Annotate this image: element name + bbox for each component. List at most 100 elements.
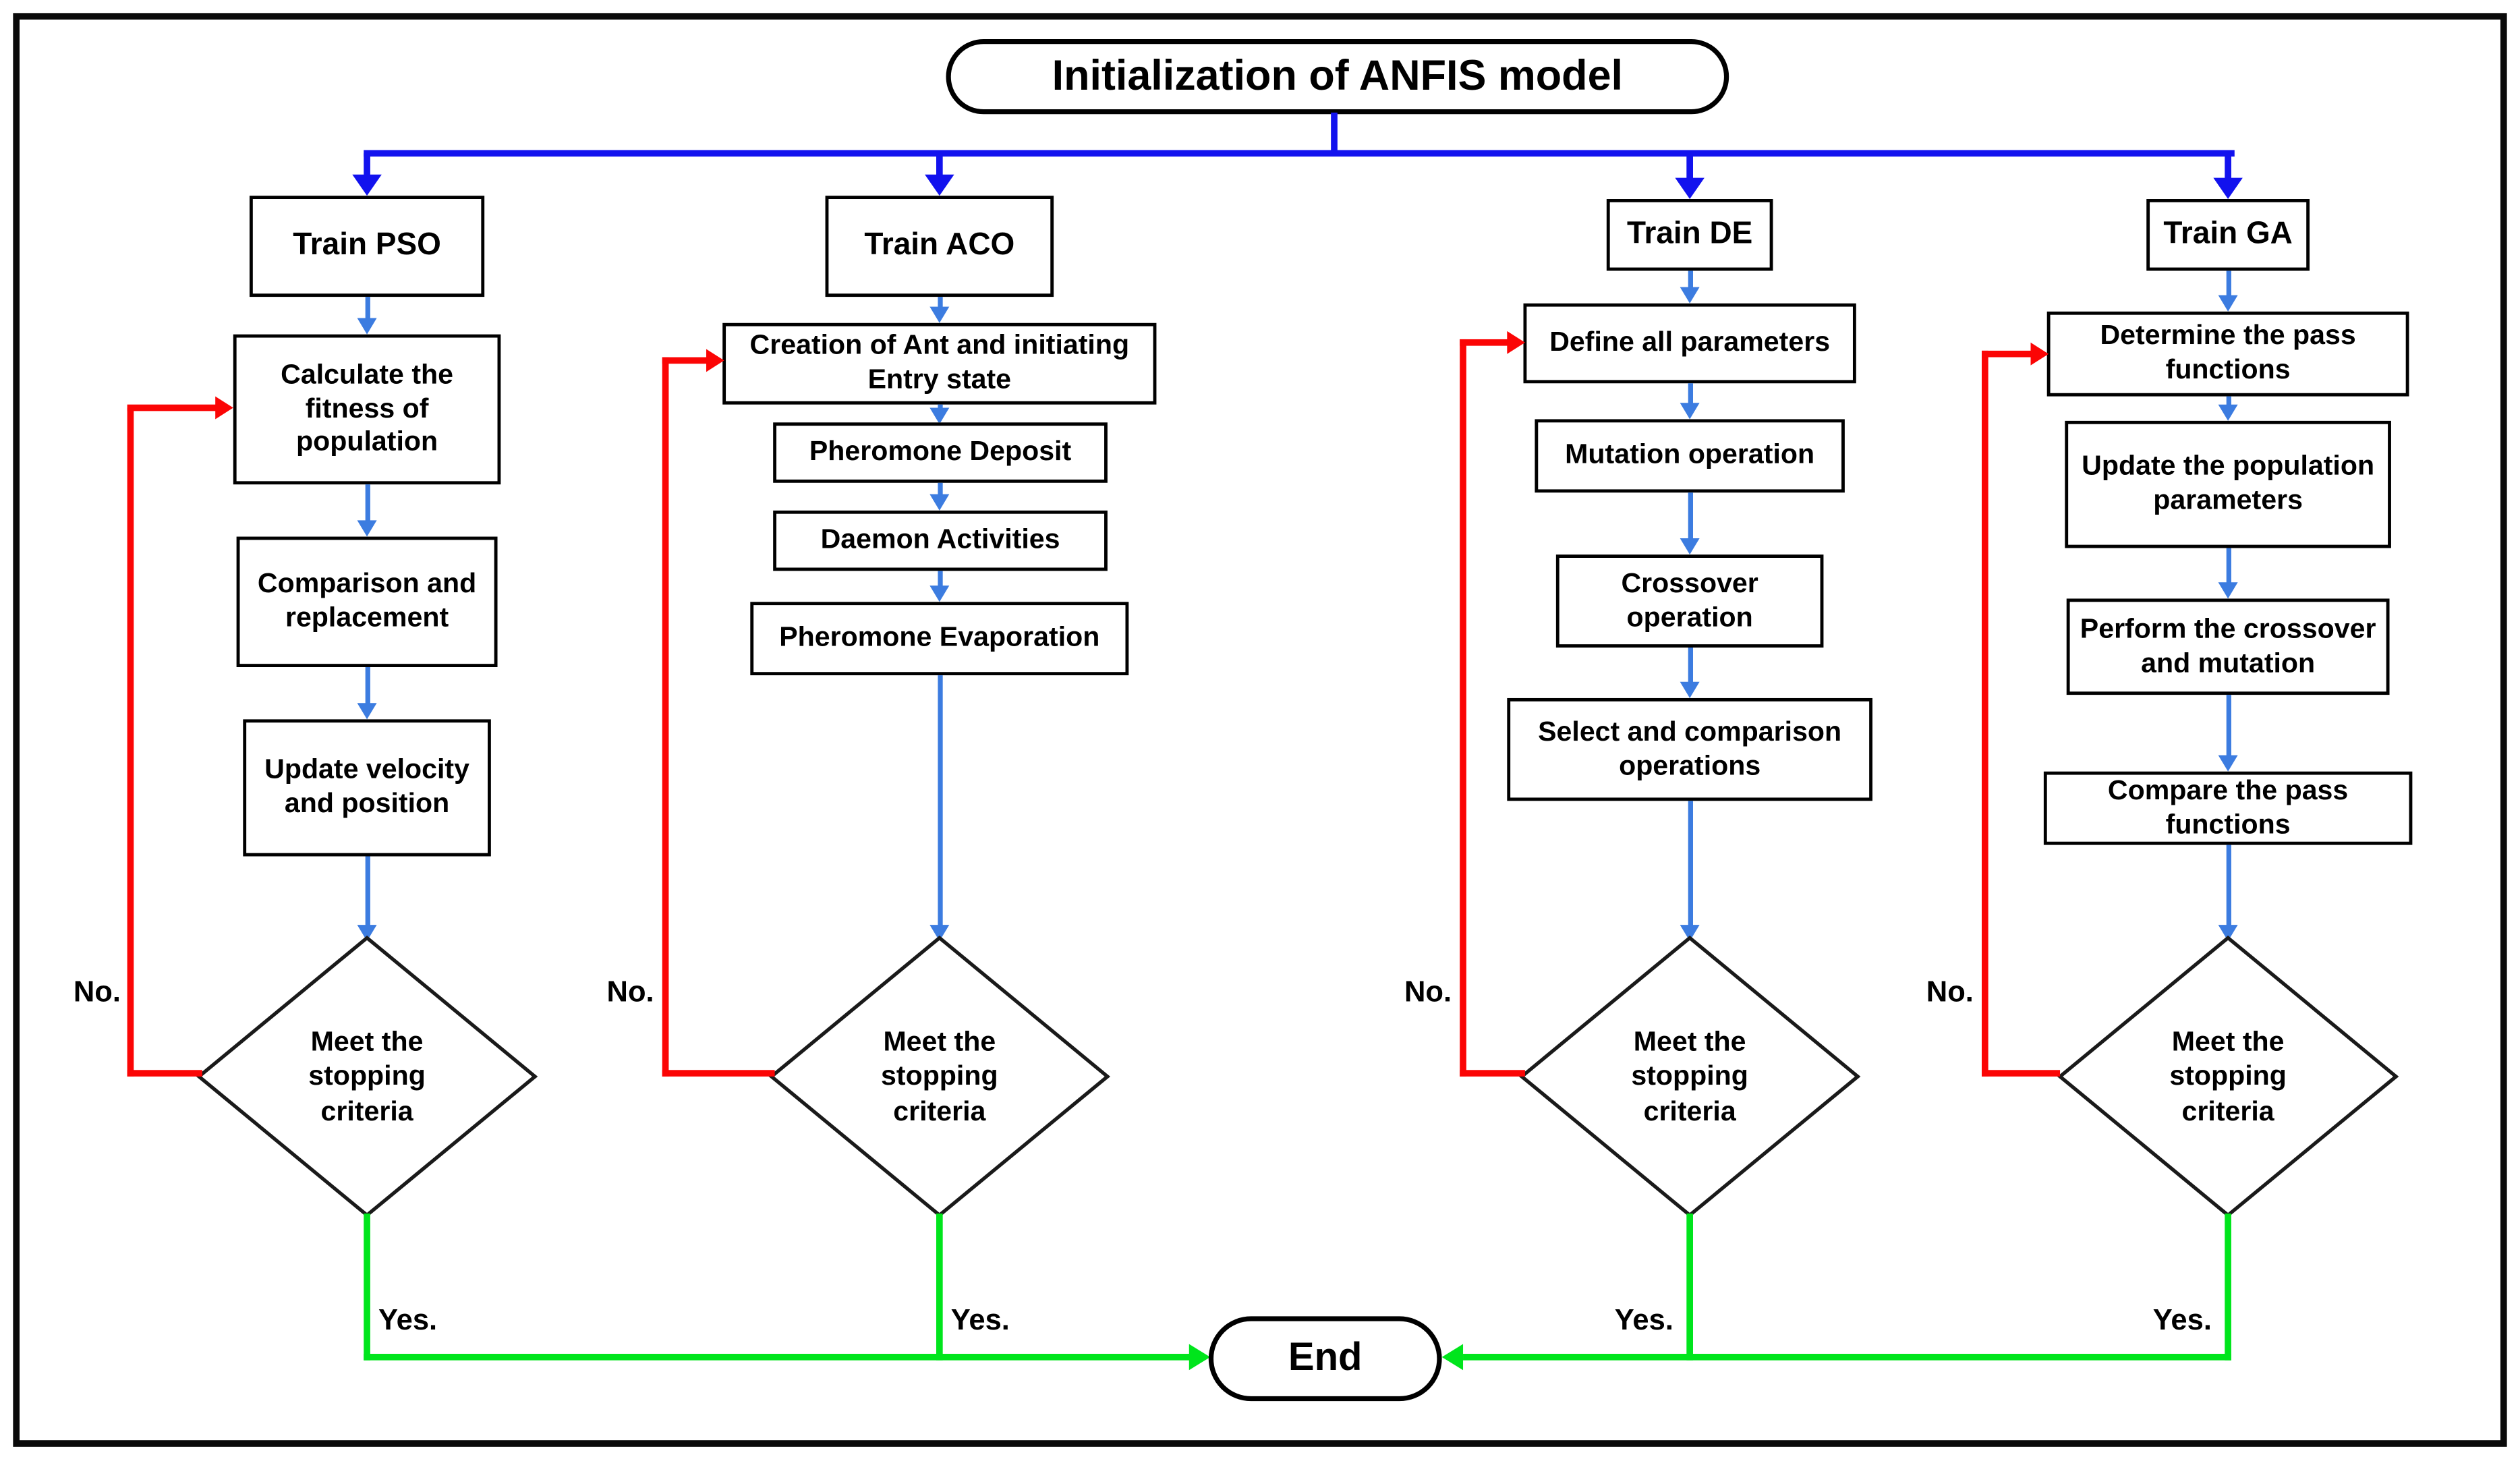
- figure-border: [13, 13, 2507, 1447]
- process-box-ga-compare-pass: Compare the pass functions: [2043, 771, 2413, 845]
- yes-label-ga: Yes.: [2152, 1303, 2212, 1336]
- process-box-aco-pheromone-evaporation: Pheromone Evaporation: [750, 602, 1129, 676]
- connector-pso-1: [364, 297, 370, 320]
- yes-line-de: [1686, 1213, 1693, 1361]
- loop-aco-top: [662, 357, 708, 364]
- decision-text-pso: Meet the stopping criteria: [308, 1026, 426, 1127]
- aco-creation-label: Creation of Ant and initiating Entry sta…: [749, 330, 1130, 395]
- process-box-ga-determine-pass: Determine the pass functions: [2046, 311, 2409, 397]
- yes-line-aco: [936, 1213, 943, 1361]
- start-terminal: Initialization of ANFIS model: [946, 39, 1729, 115]
- aco-pheromone-evaporation-label: Pheromone Evaporation: [779, 621, 1100, 653]
- loop-aco-bottom: [662, 1070, 775, 1077]
- ga-compare-pass-label: Compare the pass functions: [2107, 774, 2349, 840]
- arrowhead-pso-3: [357, 703, 377, 720]
- de-select-comparison-label: Select and comparison operations: [1538, 715, 1842, 781]
- aco-pheromone-deposit-label: Pheromone Deposit: [809, 435, 1072, 467]
- no-label-ga: No.: [1926, 975, 1974, 1008]
- process-box-de-define-parameters: Define all parameters: [1523, 303, 1856, 384]
- pso-fitness-label: Calculate the fitness of population: [281, 358, 454, 457]
- branch-drop-aco: [936, 153, 943, 177]
- process-box-aco-pheromone-deposit: Pheromone Deposit: [773, 422, 1108, 483]
- arrowhead-aco-4: [929, 585, 950, 602]
- decision-text-de: Meet the stopping criteria: [1631, 1026, 1748, 1127]
- loop-pso-vertical: [127, 407, 134, 1077]
- loop-aco-arrowhead: [706, 349, 724, 372]
- decision-text-ga: Meet the stopping criteria: [2169, 1026, 2287, 1127]
- loop-de-top: [1460, 339, 1509, 346]
- arrowhead-pso-1: [357, 318, 377, 335]
- connector-de-2: [1687, 383, 1692, 405]
- process-box-ga-crossover-mutation: Perform the crossover and mutation: [2066, 598, 2390, 695]
- ga-determine-pass-label: Determine the pass functions: [2100, 320, 2356, 385]
- loop-de-vertical: [1460, 339, 1466, 1077]
- yes-label-aco: Yes.: [950, 1303, 1010, 1336]
- loop-ga-arrowhead: [2030, 342, 2049, 366]
- process-box-de-crossover: Crossover operation: [1555, 554, 1824, 648]
- trunk-vertical-connector: [1331, 112, 1338, 154]
- arrowhead-into-train-aco: [925, 174, 954, 196]
- connector-aco-1: [937, 297, 942, 310]
- trunk-horizontal-connector: [364, 150, 2235, 157]
- loop-ga-top: [1981, 350, 2032, 358]
- connector-ga-4: [2225, 695, 2231, 757]
- connector-aco-3: [937, 482, 942, 496]
- connector-pso-2: [364, 484, 370, 522]
- loop-de-arrowhead: [1507, 331, 1525, 354]
- connector-ga-5: [2225, 845, 2231, 927]
- connector-de-5: [1687, 801, 1692, 927]
- arrowhead-pso-2: [357, 520, 377, 537]
- connector-aco-4: [937, 571, 942, 588]
- connector-ga-1: [2225, 270, 2231, 297]
- arrowhead-ga-4: [2218, 755, 2238, 772]
- branch-drop-pso: [364, 153, 370, 177]
- connector-pso-4: [364, 856, 370, 927]
- loop-pso-top: [127, 404, 217, 411]
- branch-drop-de: [1686, 153, 1693, 179]
- arrowhead-de-3: [1680, 538, 1700, 555]
- connector-de-3: [1687, 492, 1692, 540]
- connector-de-1: [1687, 270, 1692, 289]
- process-box-train-de: Train DE: [1606, 199, 1773, 271]
- no-label-de: No.: [1404, 975, 1452, 1008]
- yes-line-ga: [2225, 1213, 2231, 1361]
- start-terminal-label: Initialization of ANFIS model: [1052, 51, 1624, 100]
- arrowhead-into-train-pso: [352, 174, 382, 196]
- arrowhead-de-4: [1680, 681, 1700, 698]
- end-terminal: End: [1208, 1316, 1442, 1402]
- yes-line-pso: [364, 1213, 370, 1361]
- ga-crossover-mutation-label: Perform the crossover and mutation: [2080, 612, 2376, 678]
- branch-drop-ga: [2225, 153, 2231, 179]
- pso-update-velocity-label: Update velocity and position: [264, 753, 469, 819]
- arrowhead-aco-3: [929, 494, 950, 511]
- connector-de-4: [1687, 647, 1692, 684]
- pso-comparison-label: Comparison and replacement: [257, 568, 477, 633]
- decision-text-aco: Meet the stopping criteria: [881, 1026, 998, 1127]
- end-terminal-label: End: [1288, 1336, 1363, 1381]
- loop-pso-bottom: [127, 1070, 202, 1077]
- no-label-aco: No.: [606, 975, 654, 1008]
- arrowhead-de-2: [1680, 403, 1700, 420]
- de-crossover-label: Crossover operation: [1621, 567, 1758, 633]
- yes-merge-left: [364, 1354, 1193, 1361]
- arrowhead-into-train-de: [1675, 177, 1705, 200]
- arrowhead-aco-1: [929, 306, 950, 323]
- loop-aco-vertical: [662, 357, 669, 1077]
- process-box-train-pso: Train PSO: [249, 196, 485, 297]
- connector-ga-2: [2225, 396, 2231, 407]
- arrowhead-aco-2: [929, 407, 950, 424]
- end-arrowhead-left: [1189, 1344, 1211, 1371]
- arrowhead-ga-3: [2218, 582, 2238, 599]
- de-define-parameters-label: Define all parameters: [1549, 326, 1831, 358]
- aco-daemon-activities-label: Daemon Activities: [820, 523, 1060, 555]
- process-box-train-aco: Train ACO: [825, 196, 1054, 297]
- train-pso-label: Train PSO: [293, 229, 441, 264]
- loop-ga-vertical: [1981, 350, 1988, 1077]
- arrowhead-ga-1: [2218, 295, 2238, 312]
- process-box-aco-daemon-activities: Daemon Activities: [773, 510, 1108, 571]
- connector-aco-2: [937, 404, 942, 409]
- no-label-pso: No.: [73, 975, 121, 1008]
- connector-ga-3: [2225, 548, 2231, 584]
- train-aco-label: Train ACO: [864, 229, 1015, 264]
